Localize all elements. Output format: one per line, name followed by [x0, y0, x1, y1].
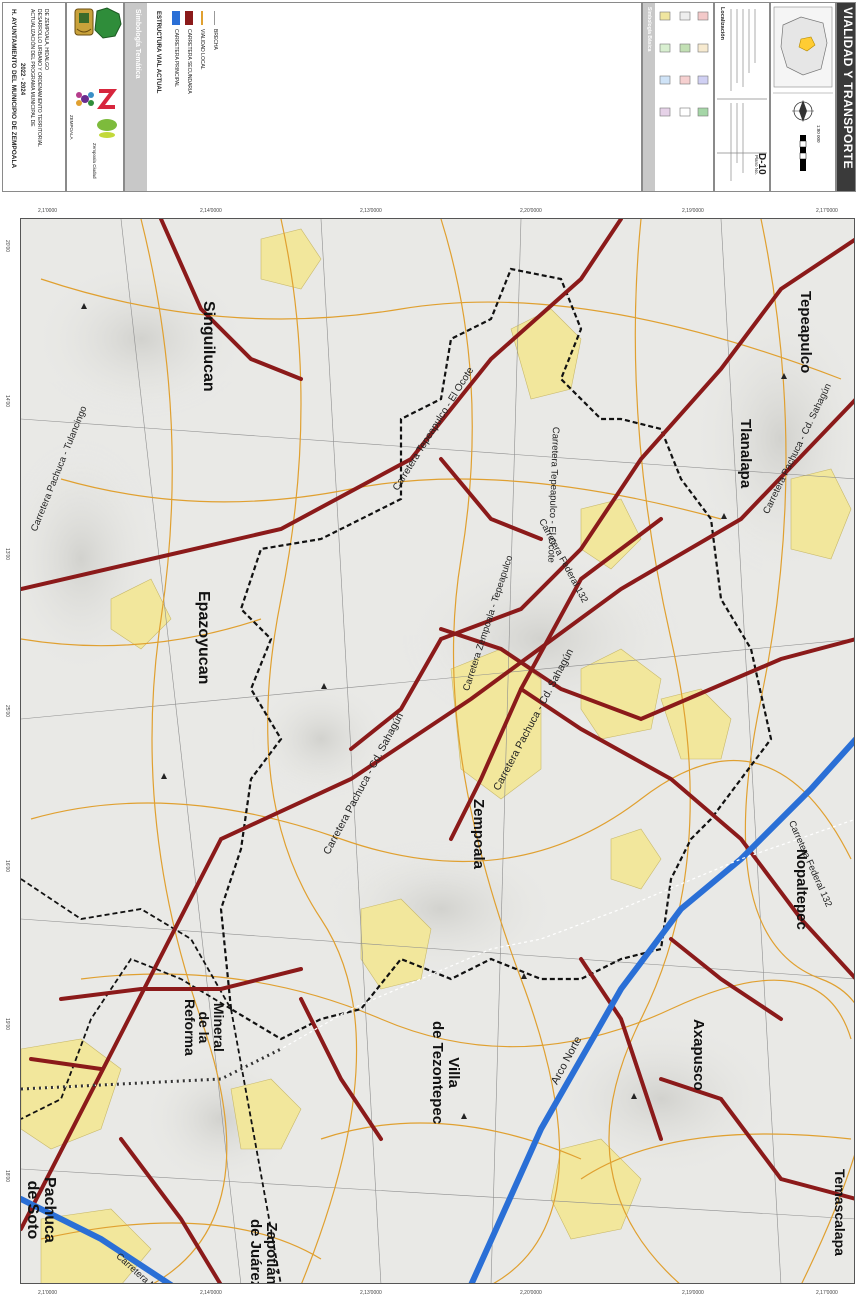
- legend-swatch-local: [201, 11, 203, 25]
- tick-top-2: 2,14'0000: [200, 208, 222, 214]
- tick-side-7: 18'00: [4, 1170, 10, 1183]
- legend-label-local: VIALIDAD LOCAL: [199, 29, 205, 70]
- tick-top-1: 2,1'0000: [38, 208, 58, 214]
- place-axapusco: Axapusco: [690, 1019, 707, 1091]
- legend-label-secundaria: CARRETERA SECUNDARIA: [186, 29, 192, 94]
- tematica-legend: Simbología Temática ESTRUCTURA VIAL ACTU…: [124, 2, 642, 192]
- legend-label-principal: CARRETERA PRINCIPAL: [173, 29, 179, 87]
- tick-bottom-1: 2,1'0000: [38, 1290, 58, 1296]
- logo-caption-1: ZEMPOALA: [69, 115, 74, 140]
- tematica-title-band: [125, 3, 147, 191]
- program-line-1: ACTUALIZACIÓN DEL PROGRAMA MUNICIPAL DE: [29, 9, 35, 127]
- tick-top-5: 2,19'0000: [682, 208, 704, 214]
- place-tepeapulco: Tepeapulco: [797, 291, 814, 374]
- map-title: VIALIDAD Y TRANSPORTE: [841, 7, 855, 169]
- title-block: H. AYUNTAMIENTO DEL MUNICIPIO DE ZEMPOAL…: [0, 0, 857, 196]
- place-temascalapa: Temascalapa: [832, 1169, 848, 1256]
- legend-swatch-principal: [172, 11, 180, 25]
- road-map: [21, 219, 854, 1283]
- railroad-dark: [21, 1047, 282, 1091]
- map-title-box: VIALIDAD Y TRANSPORTE: [836, 2, 856, 192]
- logos-box: ZEMPOALA Zempoala Ciudad: [66, 2, 124, 192]
- tematica-title: Simbología Temática: [134, 9, 141, 79]
- notes-lines: [717, 9, 767, 181]
- place-epazoyucan: Epazoyucan: [195, 591, 212, 685]
- tick-top-6: 2,17'0000: [816, 208, 838, 214]
- tick-top-3: 2,13'0000: [360, 208, 382, 214]
- green-logo-icon: [97, 119, 117, 138]
- tick-side-3: 13'00: [4, 548, 10, 561]
- municipal-boundary: [219, 267, 773, 1041]
- location-map-box: 1:80 000: [770, 2, 836, 192]
- ayuntamiento-title: H. AYUNTAMIENTO DEL MUNICIPIO DE ZEMPOAL…: [10, 9, 17, 169]
- program-line-3: DE ZEMPOALA, HIDALGO: [43, 9, 49, 70]
- north-arrow-icon: [792, 100, 814, 122]
- tick-side-5: 16'00: [4, 860, 10, 873]
- legend-swatch-brecha: [214, 11, 215, 25]
- institution-box: H. AYUNTAMIENTO DEL MUNICIPIO DE ZEMPOAL…: [2, 2, 66, 192]
- municipal-seal-icon: [74, 8, 94, 36]
- place-tlanalapa: Tlanalapa: [737, 419, 754, 489]
- tick-bottom-5: 2,19'0000: [682, 1290, 704, 1296]
- tick-top-4: 2,20'0000: [520, 208, 542, 214]
- secondary-roads: [21, 219, 854, 1283]
- railroad: [21, 819, 854, 1090]
- scale-label: 1:80 000: [816, 125, 821, 143]
- zempoala-z-logo-icon: [97, 89, 117, 109]
- basica-symbols: [659, 11, 709, 117]
- local-roads: [21, 219, 854, 1283]
- tematica-subtitle: ESTRUCTURA VIAL ACTUAL: [155, 11, 161, 94]
- program-line-2: DESARROLLO URBANO Y ORDENAMIENTO TERRITO…: [36, 9, 42, 147]
- tick-bottom-3: 2,13'0000: [360, 1290, 382, 1296]
- tick-side-1: 20'00: [4, 240, 10, 253]
- tick-bottom-6: 2,17'0000: [816, 1290, 838, 1296]
- map-code: D-10: [756, 153, 767, 175]
- scale-bar-icon: [799, 135, 807, 171]
- logo-caption-2: Zempoala Ciudad: [92, 143, 97, 179]
- flower-logo-icon: [76, 92, 94, 106]
- legend-label-brecha: BRECHA: [212, 29, 218, 50]
- urban-areas: [21, 228, 852, 1283]
- place-zempoala: Zempoala: [470, 799, 487, 870]
- place-singuilucan: Singuilucan: [200, 301, 217, 392]
- peak-markers: [81, 303, 787, 1119]
- basica-legend: Simbología Básica: [642, 2, 714, 192]
- tick-bottom-4: 2,20'0000: [520, 1290, 542, 1296]
- main-roads: [21, 736, 854, 1283]
- neighbor-boundary-1: [21, 878, 282, 1283]
- tick-bottom-2: 2,14'0000: [200, 1290, 222, 1296]
- location-map-graphic: [773, 6, 833, 171]
- logos-graphic: [74, 7, 122, 138]
- tick-side-4: 25'00: [4, 705, 10, 718]
- tick-side-6: 19'00: [4, 1018, 10, 1031]
- state-map-logo-icon: [94, 7, 122, 39]
- legend-swatch-secundaria: [185, 11, 193, 25]
- localizacion-box: Localización Plano No. D-10: [714, 2, 770, 192]
- period-text: 2022 - 2024: [19, 63, 25, 96]
- tick-side-2: 14'00: [4, 395, 10, 408]
- basica-title: Simbología Básica: [646, 7, 652, 52]
- neighbor-boundary-2: [21, 957, 232, 1120]
